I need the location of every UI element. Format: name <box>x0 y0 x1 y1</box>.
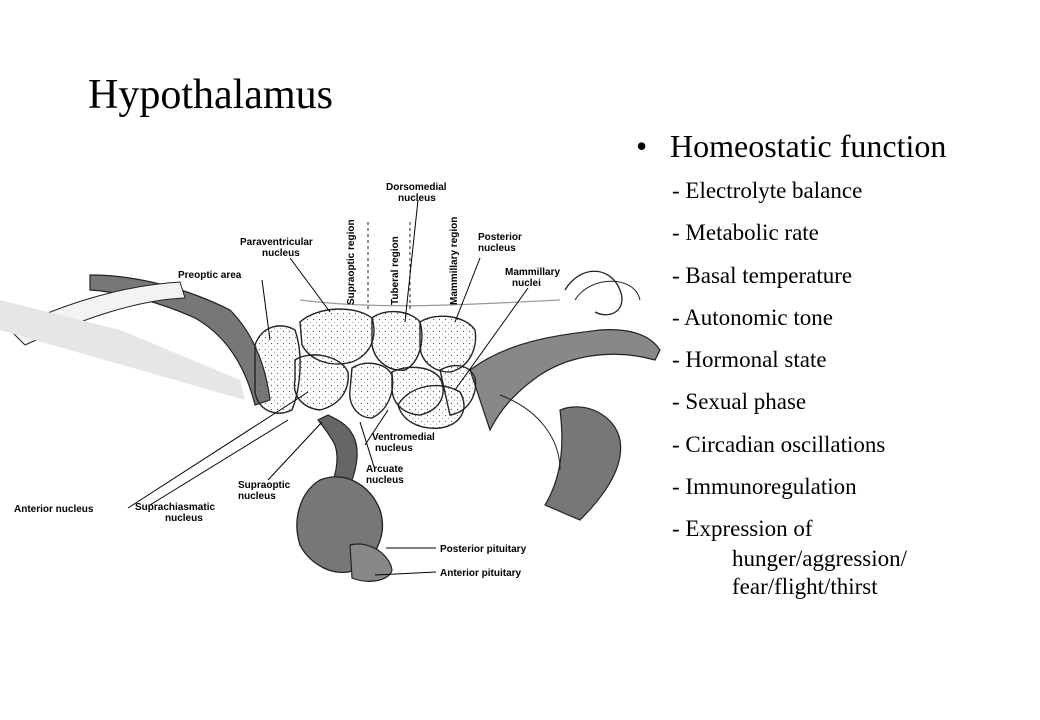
bullet-marker: • <box>636 128 648 164</box>
label-preoptic: Preoptic area <box>178 270 242 281</box>
label-line: nucleus <box>165 513 203 524</box>
anterior-pituitary-shape <box>349 543 393 582</box>
label-anterior: Anterior nucleus <box>14 504 94 515</box>
brainstem-outline <box>499 394 561 471</box>
function-list: - Electrolyte balance - Metabolic rate -… <box>672 177 907 601</box>
thalamus-line <box>299 299 561 307</box>
ventromedial-nucleus <box>349 362 394 419</box>
slide-title: Hypothalamus <box>88 72 333 118</box>
region-label-mammillary: Mammillary region <box>449 217 460 305</box>
bullet-text: Homeostatic function <box>670 128 947 164</box>
label-line: Suprachiasmatic <box>135 502 215 513</box>
region-label-tuberal: Tuberal region <box>390 236 401 305</box>
lateral-shading <box>0 300 245 400</box>
label-line: Paraventricular <box>240 237 313 248</box>
label-line: nucleus <box>478 243 516 254</box>
label-line: nucleus <box>375 443 413 454</box>
cerebral-peduncle-shape <box>469 329 661 432</box>
label-line: Posterior <box>478 232 522 243</box>
label-line: Supraoptic <box>238 480 291 491</box>
label-line: nucleus <box>238 491 276 502</box>
hypothalamus-diagram: Supraoptic region Tuberal region Mammill… <box>0 182 661 582</box>
label-line: Ventromedial <box>372 432 435 443</box>
dorsomedial-nucleus <box>371 311 423 371</box>
mammillary-curve-outer <box>574 280 641 301</box>
list-item: - Circadian oscillations <box>672 431 886 457</box>
list-item: - Immunoregulation <box>672 474 857 500</box>
list-item: - Electrolyte balance <box>672 178 863 203</box>
label-line: Mammillary <box>505 267 560 278</box>
list-item: - Metabolic rate <box>672 220 819 246</box>
mammillary-curve <box>564 270 623 316</box>
label-line: nucleus <box>398 193 436 204</box>
list-item: - Sexual phase <box>672 389 807 415</box>
label-anterior-pituitary: Anterior pituitary <box>440 568 522 579</box>
mammillary-nuclei-shape <box>397 384 465 429</box>
pons-shape <box>544 406 622 521</box>
label-line: nuclei <box>512 278 541 289</box>
label-line: nucleus <box>366 475 404 486</box>
preoptic-nucleus <box>254 325 301 414</box>
list-item-continuation: hunger/aggression/ <box>732 546 908 572</box>
list-item: - Hormonal state <box>672 347 827 373</box>
list-item-continuation: fear/flight/thirst <box>732 574 878 600</box>
list-item: - Expression of <box>672 516 813 542</box>
list-item: - Basal temperature <box>672 262 853 288</box>
list-item: - Autonomic tone <box>672 304 833 330</box>
posterior-nucleus <box>419 315 477 373</box>
label-line: Dorsomedial <box>386 182 447 193</box>
anterior-hypothalamic-nucleus <box>293 354 349 411</box>
label-line: nucleus <box>262 248 300 259</box>
label-line: Arcuate <box>366 464 404 475</box>
region-label-supraoptic: Supraoptic region <box>346 219 357 305</box>
bullet-heading: • Homeostatic function <box>636 126 946 166</box>
label-posterior-pituitary: Posterior pituitary <box>440 544 527 555</box>
